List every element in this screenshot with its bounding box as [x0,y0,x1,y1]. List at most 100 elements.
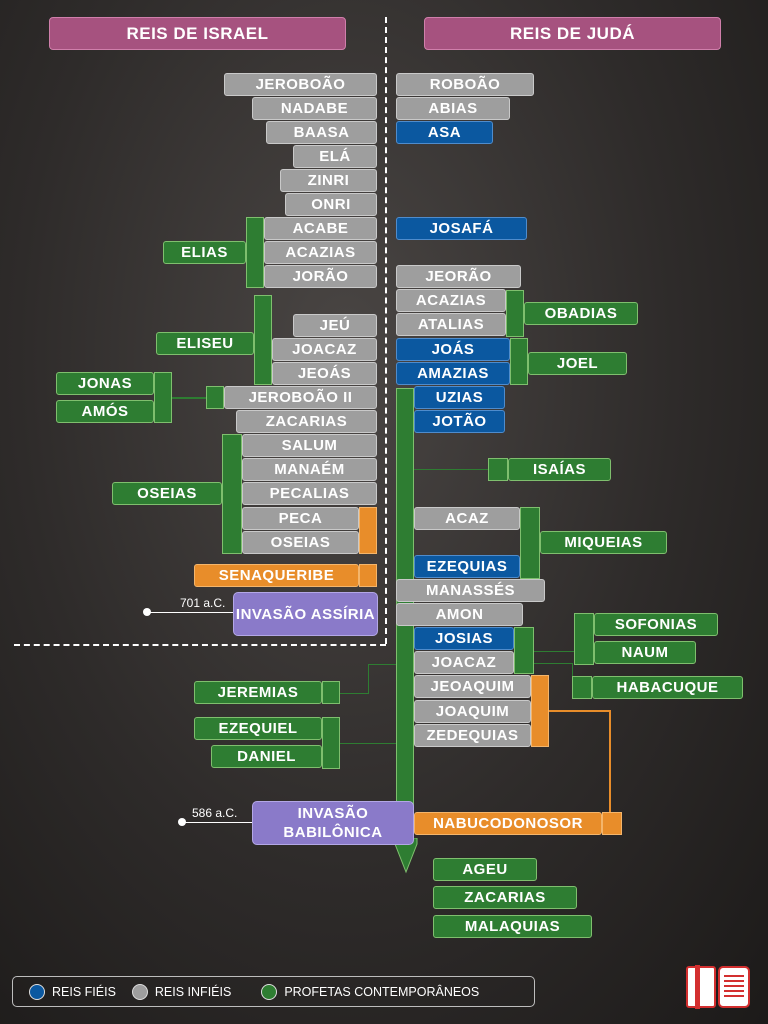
prophet-joel: JOEL [528,352,627,375]
king-jeorao: JEORÃO [396,265,521,288]
connector-jonas [172,397,206,399]
king-zinri: ZINRI [280,169,377,192]
king-joaquim: JOAQUIM [414,700,531,723]
legend-prophets: PROFETAS CONTEMPORÂNEOS [261,983,480,1000]
connector-nabucodonosor-h [549,710,611,712]
prophet-elias: ELIAS [163,241,246,264]
date-dot-assiria [143,608,151,616]
jonas-amos-bracket [154,372,172,423]
king-acabe: ACABE [264,217,377,240]
king-zacarias-israel: ZACARIAS [236,410,377,433]
date-assiria: 701 a.C. [180,596,226,610]
prophet-miqueias: MIQUEIAS [540,531,667,554]
king-zedequias: ZEDEQUIAS [414,724,531,747]
connector-jeremias-v [368,664,369,694]
miqueias-bracket [520,507,540,579]
prophet-oseias: OSEIAS [112,482,222,505]
obadias-bracket [506,290,524,337]
habacuque-tab [572,676,592,699]
jeremias-tab [322,681,340,704]
date-dot-babilonia [178,818,186,826]
connector-isaias [414,469,488,470]
josias-tab [514,627,534,674]
king-jorao: JORÃO [264,265,377,288]
king-acazias-juda: ACAZIAS [396,289,506,312]
connector-sofonias [534,651,574,652]
date-line-assiria [150,612,233,613]
prophet-habacuque: HABACUQUE [592,676,743,699]
king-roboao: ROBOÃO [396,73,534,96]
header-israel: REIS DE ISRAEL [49,17,346,50]
prophet-amos: AMÓS [56,400,154,423]
jeroboao-ii-tab [206,386,224,409]
king-jeoaquim: JEOAQUIM [414,675,531,698]
date-line-babilonia [185,822,252,823]
legend-unfaithful: REIS INFIÉIS [131,983,232,1000]
prophet-daniel: DANIEL [211,745,322,768]
king-jeu: JEÚ [293,314,377,337]
sofonias-naum-bracket [574,613,594,665]
prophet-ezequiel: EZEQUIEL [194,717,322,740]
legend-dot-prophets [261,983,278,1000]
foreign-nabucodonosor: NABUCODONOSOR [414,812,602,835]
date-babilonia: 586 a.C. [192,806,238,820]
king-asa: ASA [396,121,493,144]
connector-nabucodonosor-v [609,710,611,813]
legend-dot-faithful [29,983,45,1000]
king-pecalias: PECALIAS [242,482,377,505]
prophet-jonas: JONAS [56,372,154,395]
connector-ezequiel [340,743,396,744]
prophet-jeremias: JEREMIAS [194,681,322,704]
connector-habacuque-v [572,663,573,687]
senaquerib-bracket [359,507,377,554]
king-joas: JOÁS [396,338,510,361]
king-baasa: BAASA [266,121,377,144]
eliseu-bracket [254,295,272,385]
king-joacaz-juda: JOACAZ [414,651,514,674]
king-peca: PECA [242,507,359,530]
prophet-zacarias: ZACARIAS [433,886,577,909]
king-jeroboao-ii: JEROBOÃO II [224,386,377,409]
nabucodonosor-tab [602,812,622,835]
king-joacaz-israel: JOACAZ [272,338,377,361]
king-nadabe: NADABE [252,97,377,120]
prophet-obadias: OBADIAS [524,302,638,325]
king-amazias: AMAZIAS [396,362,510,385]
connector-jeremias-h [340,693,368,694]
king-ela: ELÁ [293,145,377,168]
legend-unfaithful-label: REIS INFIÉIS [154,984,232,999]
ezequiel-daniel-bracket [322,717,340,769]
prophet-malaquias: MALAQUIAS [433,915,592,938]
isaias-tab [488,458,508,481]
legend-faithful-label: REIS FIÉIS [52,984,116,999]
king-atalias: ATALIAS [396,313,506,336]
prophet-isaias: ISAÍAS [508,458,611,481]
connector-jeremias-h2 [368,664,396,665]
prophet-eliseu: ELISEU [156,332,254,355]
legend-dot-unfaithful [131,983,148,1000]
king-acaz: ACAZ [414,507,520,530]
king-salum: SALUM [242,434,377,457]
invasion-assiria: INVASÃO ASSÍRIA [233,592,378,636]
book-tablet-logo-icon [686,965,750,1009]
prophet-naum: NAUM [594,641,696,664]
king-josias: JOSIAS [414,627,514,650]
nabucodonosor-bracket [531,675,549,747]
king-jeroboao: JEROBOÃO [224,73,377,96]
senaquerib-tab [359,564,377,587]
king-ezequias: EZEQUIAS [414,555,520,578]
legend-prophets-label: PROFETAS CONTEMPORÂNEOS [284,984,480,999]
legend: REIS FIÉIS REIS INFIÉIS PROFETAS CONTEMP… [12,976,535,1007]
king-amon: AMON [396,603,523,626]
prophet-ageu: AGEU [433,858,537,881]
king-oseias-israel: OSEIAS [242,531,359,554]
king-manaem: MANAÉM [242,458,377,481]
king-jotao: JOTÃO [414,410,505,433]
divider-horizontal [14,644,386,646]
oseias-bracket [222,434,242,554]
king-uzias: UZIAS [414,386,505,409]
king-josafa: JOSAFÁ [396,217,527,240]
legend-faithful: REIS FIÉIS [29,983,116,1000]
divider-vertical [385,17,387,644]
king-abias: ABIAS [396,97,510,120]
